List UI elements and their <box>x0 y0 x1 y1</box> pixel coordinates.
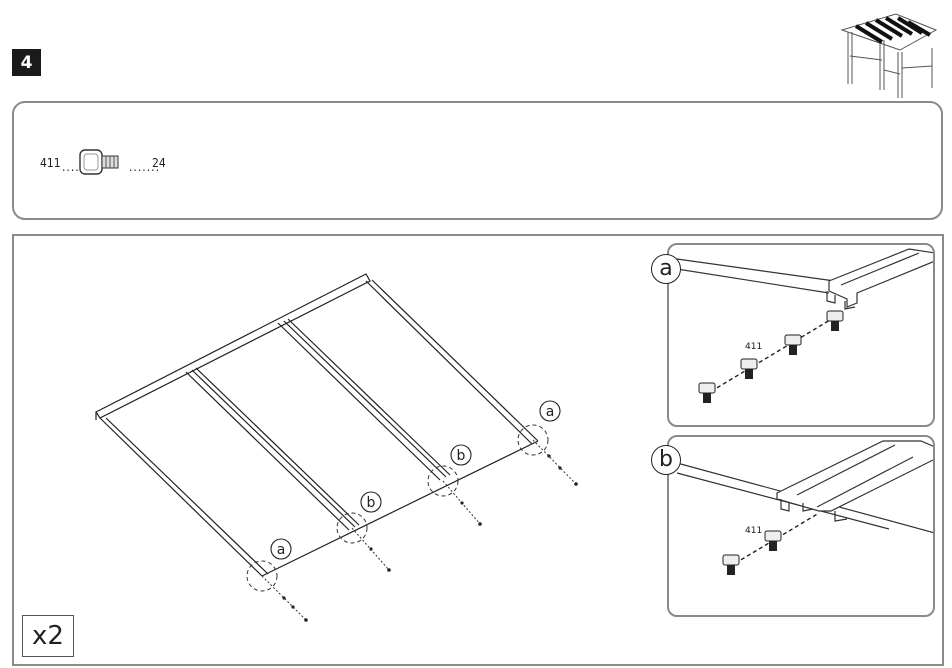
pergola-overview-icon <box>840 13 938 98</box>
callout-label: a <box>546 404 555 420</box>
detail-label-b: b <box>651 445 681 475</box>
detail-label-a: a <box>651 254 681 284</box>
bolt-icon <box>79 149 119 175</box>
bolt-icon <box>740 358 758 379</box>
dotted-leader: ..... <box>62 160 85 174</box>
part-quantity: 24 <box>152 156 166 170</box>
bolt-icon <box>784 334 802 355</box>
detail-panel-a: 411 <box>667 243 935 427</box>
bolt-icon <box>826 310 844 331</box>
detail-part-number: 411 <box>745 342 762 352</box>
detail-a-drawing: 411 <box>676 248 933 403</box>
step-number-badge: 4 <box>12 49 41 76</box>
callout-label: a <box>277 542 286 558</box>
detail-panel-b: 411 <box>667 435 935 617</box>
part-number: 411 <box>40 156 61 170</box>
bolt-icon <box>698 382 716 403</box>
quantity-multiplier: x2 <box>22 615 74 657</box>
dotted-leader: ....... <box>129 160 160 174</box>
detail-b-drawing: 411 <box>676 440 933 575</box>
callout-label: b <box>457 448 466 464</box>
bolt-icon <box>764 530 782 551</box>
detail-part-number: 411 <box>745 526 762 536</box>
bolt-icon <box>722 554 740 575</box>
assembly-panel <box>12 234 944 666</box>
parts-panel <box>12 101 943 220</box>
callout-label: b <box>367 495 376 511</box>
